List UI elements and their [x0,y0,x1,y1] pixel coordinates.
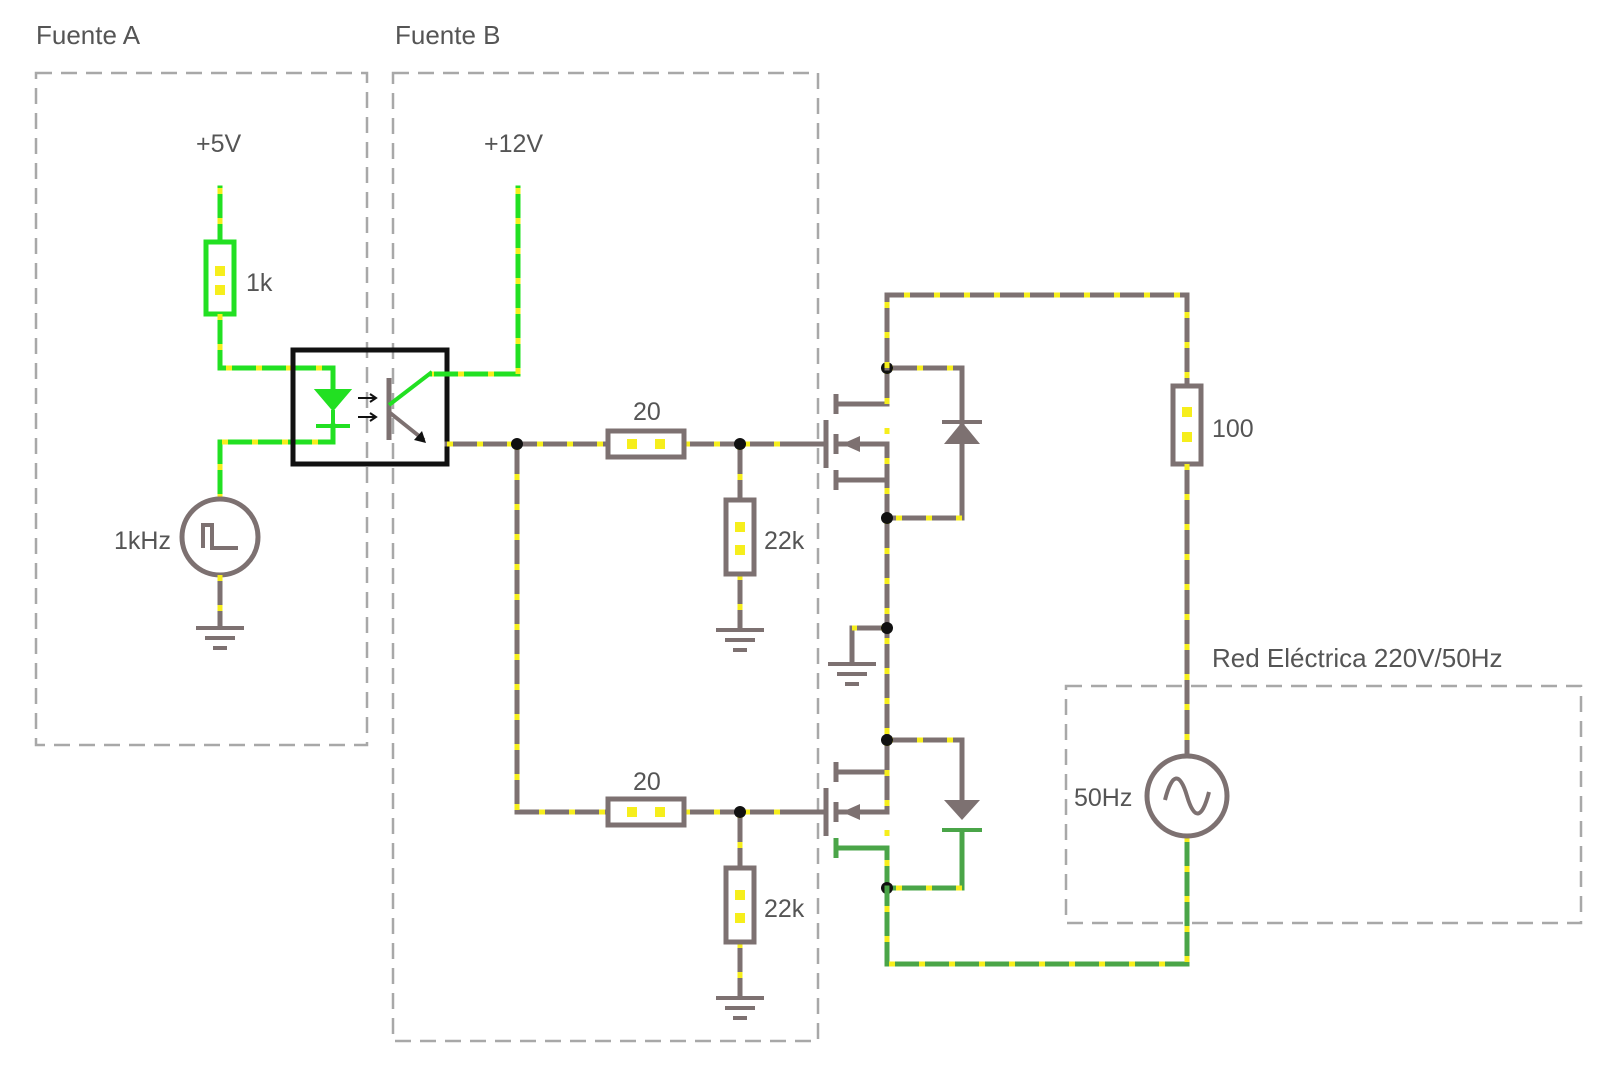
ground-icon [196,626,244,650]
gate-drive [444,428,829,1020]
square-wave-icon [201,523,238,550]
group-fuente-a: Fuente A [34,20,369,747]
group-red-electrica: Red Eléctrica 220V/50Hz [1064,643,1583,925]
load-loop [884,292,1204,967]
square-wave-source [179,496,261,650]
label-source-50hz: 50Hz [1074,784,1132,812]
ac-source [1144,753,1230,839]
group-red-electrica-title: Red Eléctrica 220V/50Hz [1212,643,1502,673]
resistor-20-top [605,428,687,460]
label-plus-12v: +12V [484,130,543,158]
mosfet-bottom [823,737,982,891]
group-fuente-b: Fuente B [391,20,820,1043]
sine-wave-icon [1163,776,1211,816]
resistor-1k [203,239,237,317]
mosfet-top [823,365,982,521]
common-source [828,362,893,894]
ground-icon [828,662,876,686]
optocoupler [290,347,450,467]
resistor-22k-top [723,497,757,577]
group-fuente-a-title: Fuente A [36,20,141,50]
label-plus-5v: +5V [196,130,242,158]
label-resistor-20-bottom: 20 [633,768,661,796]
label-resistor-22k-bottom: 22k [764,895,805,923]
label-resistor-100: 100 [1212,415,1254,443]
resistor-20-bottom [605,796,687,828]
fuente-a-circuit [203,185,336,503]
label-resistor-20-top: 20 [633,398,661,426]
label-resistor-22k-top: 22k [764,527,805,555]
fuente-b-supply [429,185,521,377]
resistor-22k-bottom [723,865,757,945]
resistor-100 [1170,383,1204,467]
label-source-1khz: 1kHz [114,527,171,555]
label-resistor-1k: 1k [246,269,273,297]
ground-icon [716,996,764,1020]
group-fuente-b-title: Fuente B [395,20,501,50]
led-icon [313,389,353,412]
ground-icon [716,628,764,652]
